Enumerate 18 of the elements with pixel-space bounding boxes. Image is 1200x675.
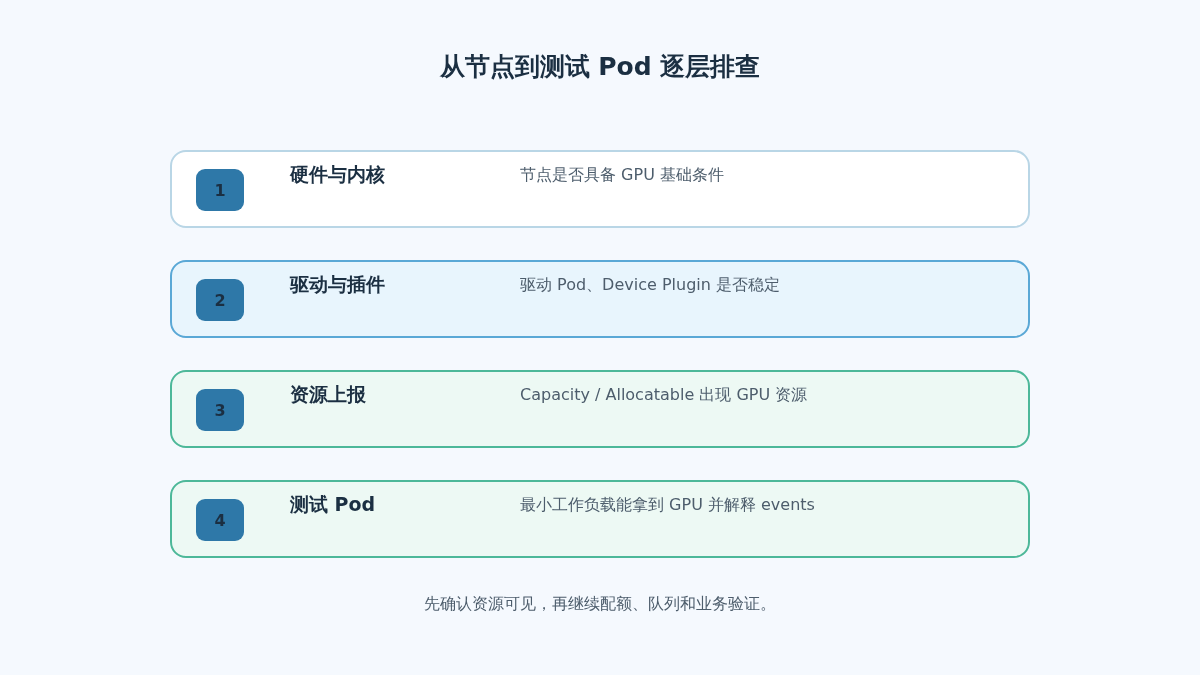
step-card: [170, 480, 1030, 558]
step-description: Capacity / Allocatable 出现 GPU 资源: [520, 384, 808, 406]
step-title: 硬件与内核: [290, 162, 385, 186]
step-description: 驱动 Pod、Device Plugin 是否稳定: [520, 274, 780, 296]
step-card: [170, 370, 1030, 448]
step-card: [170, 260, 1030, 338]
step-number-badge: 4: [196, 499, 244, 541]
step-card: [170, 150, 1030, 228]
step-title: 驱动与插件: [290, 272, 385, 296]
caption: 先确认资源可见，再继续配额、队列和业务验证。: [424, 594, 776, 613]
step-description: 节点是否具备 GPU 基础条件: [520, 164, 724, 186]
step-description: 最小工作负载能拿到 GPU 并解释 events: [520, 494, 815, 516]
step-title: 测试 Pod: [290, 492, 376, 516]
step-number-badge: 1: [196, 169, 244, 211]
step-title: 资源上报: [290, 382, 366, 406]
diagram-title: 从节点到测试 Pod 逐层排查: [439, 52, 761, 81]
step-number-badge: 2: [196, 279, 244, 321]
step-number-badge: 3: [196, 389, 244, 431]
